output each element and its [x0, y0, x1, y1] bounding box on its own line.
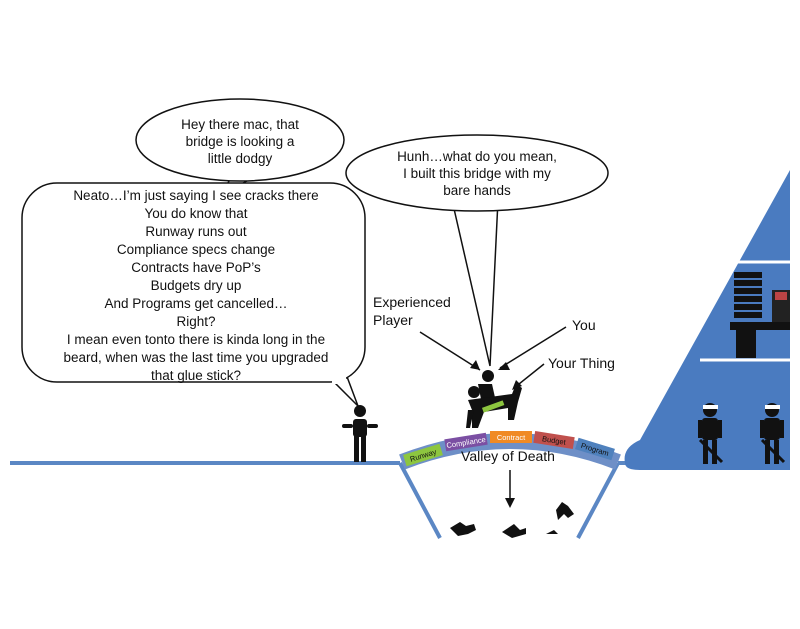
fallen-horse-icon — [450, 502, 574, 538]
label-experienced-player: Experienced — [373, 294, 451, 310]
svg-text:I mean even tonto there is kin: I mean even tonto there is kinda long in… — [67, 332, 325, 347]
svg-text:little dodgy: little dodgy — [208, 151, 273, 166]
svg-text:Budgets dry up: Budgets dry up — [151, 278, 242, 293]
svg-text:Neato…I’m just saying I see cr: Neato…I’m just saying I see cracks there — [73, 188, 318, 203]
label-you: You — [572, 317, 596, 333]
svg-text:Right?: Right? — [176, 314, 215, 329]
svg-text:Hey there mac, that: Hey there mac, that — [181, 117, 299, 132]
svg-text:that glue stick?: that glue stick? — [151, 368, 241, 383]
svg-text:Contract: Contract — [497, 433, 526, 442]
svg-text:bridge is looking a: bridge is looking a — [186, 134, 295, 149]
rider-on-horse-icon — [466, 370, 522, 428]
arrow-experienced-player — [420, 332, 480, 370]
svg-text:Runway runs out: Runway runs out — [145, 224, 247, 239]
svg-text:Contracts have PoP’s: Contracts have PoP’s — [131, 260, 261, 275]
svg-text:bare hands: bare hands — [443, 183, 511, 198]
label-experienced-player-line2: Player — [373, 312, 413, 328]
svg-text:And Programs get cancelled…: And Programs get cancelled… — [104, 296, 287, 311]
svg-text:beard, when was the last time: beard, when was the last time you upgrad… — [64, 350, 329, 365]
speech-bubble-neato: Neato…I’m just saying I see cracks there… — [22, 183, 365, 406]
bridge-segment: Contract — [490, 431, 532, 443]
svg-text:Hunh…what do you mean,: Hunh…what do you mean, — [397, 149, 557, 164]
speech-bubble-reply: Hunh…what do you mean, I built this brid… — [346, 135, 608, 366]
label-your-thing: Your Thing — [548, 355, 615, 371]
valley-label: Valley of Death — [461, 448, 555, 464]
svg-text:You do know that: You do know that — [144, 206, 247, 221]
person-icon — [342, 405, 378, 462]
valley-wall-left — [400, 463, 440, 538]
svg-text:I built this bridge with my: I built this bridge with my — [403, 166, 551, 181]
valley-wall-right — [578, 463, 618, 538]
speech-bubble-mac: Hey there mac, that bridge is looking a … — [136, 99, 344, 195]
svg-text:Compliance specs change: Compliance specs change — [117, 242, 275, 257]
down-arrow-head-icon — [505, 498, 515, 508]
